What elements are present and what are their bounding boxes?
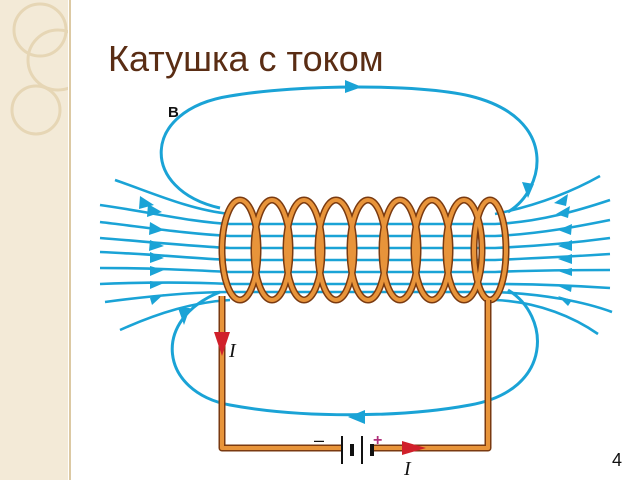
slide-title: Катушка с током xyxy=(108,38,384,79)
current-arrow-icon xyxy=(214,332,426,455)
battery-plus-label: + xyxy=(373,432,383,449)
circuit-wire xyxy=(218,296,492,452)
page-number: 4 xyxy=(612,450,623,470)
field-loop-bottom xyxy=(170,288,539,417)
coil xyxy=(218,196,510,304)
current-label-top: I xyxy=(229,340,236,362)
battery-icon xyxy=(341,436,374,464)
decorative-swirl-icon xyxy=(10,2,90,136)
field-arrow-icon xyxy=(178,80,534,424)
field-loop-top xyxy=(159,85,539,214)
decorative-rule xyxy=(69,0,71,480)
field-label: B xyxy=(168,104,179,121)
current-label-bottom: I xyxy=(404,458,411,480)
decorative-strip xyxy=(0,0,90,480)
field-arrow-icon xyxy=(139,194,572,306)
battery-minus-label: – xyxy=(314,430,325,450)
